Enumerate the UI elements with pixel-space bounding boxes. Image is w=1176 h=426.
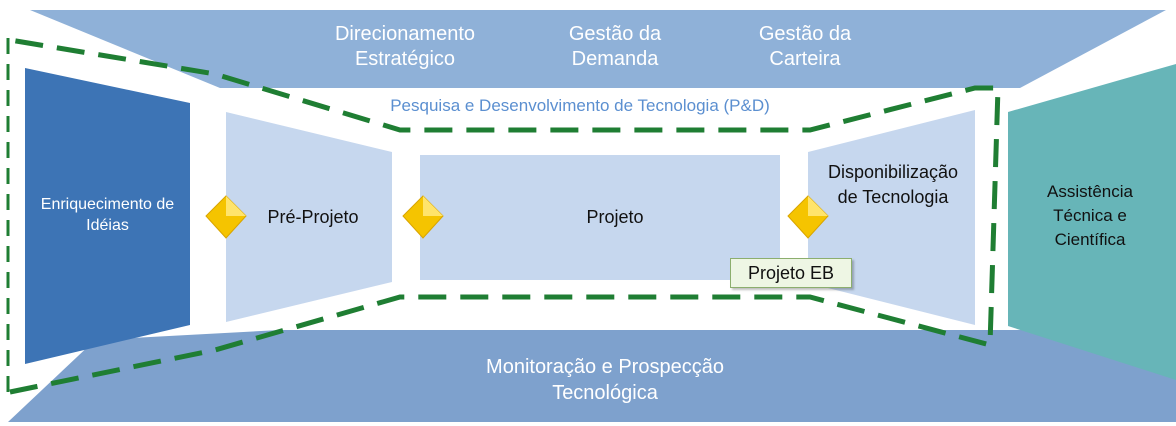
top-band-item-line: Gestão da	[568, 23, 662, 45]
availability-label-line: Disponibilização	[827, 162, 959, 182]
milestone-diamond-icon	[402, 195, 444, 239]
assistance-box	[1008, 64, 1176, 380]
milestone-diamond-icon	[205, 195, 247, 239]
bottom-band-label-line: Tecnológica	[552, 382, 658, 404]
top-band-item-strategic-direction: Direcionamento Estratégico	[305, 22, 505, 72]
bottom-band-label-line: Monitoração e Prospecção	[486, 356, 724, 378]
assistance-label: Assistência Técnica e Científica	[1010, 180, 1170, 251]
rd-label: Pesquisa e Desenvolvimento de Tecnologia…	[390, 96, 770, 115]
top-band-item-line: Direcionamento	[334, 23, 476, 45]
top-band-item-line: Estratégico	[354, 48, 456, 70]
ideas-box	[25, 68, 190, 364]
pre-project-panel	[226, 112, 392, 322]
bottom-band	[8, 330, 1176, 422]
pre-project-label: Pré-Projeto	[267, 207, 359, 227]
rd-dashed-boundary	[9, 37, 1001, 395]
top-band	[30, 10, 1166, 88]
assistance-label-line: Técnica e	[1053, 205, 1127, 225]
availability-panel	[808, 110, 975, 325]
availability-label: Disponibilização de Tecnologia	[808, 160, 978, 210]
ideas-label-line: Idéias	[86, 216, 129, 234]
bottom-band-label: Monitoração e Prospecção Tecnológica	[430, 354, 780, 406]
project-label: Projeto	[586, 207, 644, 227]
assistance-label-line: Científica	[1054, 229, 1126, 249]
top-band-item-portfolio-management: Gestão da Carteira	[730, 22, 880, 72]
top-band-item-line: Carteira	[769, 48, 841, 70]
ideas-label: Enriquecimento de Idéias	[20, 195, 195, 237]
project-eb-badge: Projeto EB	[730, 258, 852, 288]
project-panel	[420, 155, 780, 280]
top-band-item-demand-management: Gestão da Demanda	[540, 22, 690, 72]
availability-label-line: de Tecnologia	[837, 187, 949, 208]
assistance-label-line: Assistência	[1047, 182, 1133, 201]
top-band-item-line: Demanda	[571, 48, 659, 70]
ideas-label-line: Enriquecimento de	[40, 196, 175, 213]
milestone-diamond-icon	[787, 195, 829, 239]
top-band-item-line: Gestão da	[758, 23, 852, 45]
